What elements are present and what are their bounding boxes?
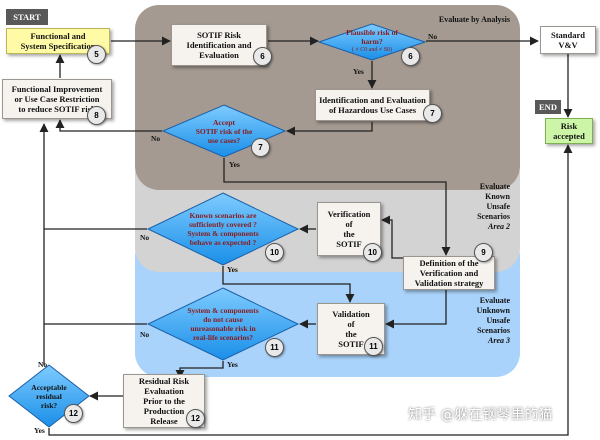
step-circle: 11 bbox=[265, 338, 284, 357]
watermark-text: 知乎 @躲在钢琴里的猫 bbox=[408, 407, 553, 423]
known-no-label: No bbox=[140, 233, 150, 242]
zone-known-area: Area 2 bbox=[488, 222, 510, 231]
arrow-real-yes-to-residual bbox=[175, 361, 224, 379]
step-circle: 5 bbox=[87, 45, 106, 64]
known-yes-label: Yes bbox=[227, 265, 238, 274]
step-circle: 11 bbox=[364, 337, 383, 356]
start-tag: START bbox=[6, 9, 48, 25]
zone-label-unknown: Evaluate Unknown Unsafe Scenarios Area 3 bbox=[440, 296, 510, 346]
real-yes-label: Yes bbox=[227, 360, 238, 369]
step-circle: 9 bbox=[474, 243, 493, 262]
flow-arrows bbox=[39, 36, 573, 436]
zone-known-line: Known bbox=[485, 192, 510, 201]
step-circle: 7 bbox=[251, 138, 270, 157]
residual-yes-label: Yes bbox=[34, 426, 45, 435]
step-circle: 6 bbox=[401, 47, 420, 66]
step-circle: 12 bbox=[64, 404, 83, 423]
arrow-accept-no-to-improvement bbox=[55, 119, 162, 132]
residual-no-label: No bbox=[38, 360, 48, 369]
zone-known-line: Unsafe bbox=[486, 202, 510, 211]
step-circle: 6 bbox=[253, 47, 272, 66]
zone-unknown-area: Area 3 bbox=[488, 336, 510, 345]
zone-label-known: Evaluate Known Unsafe Scenarios Area 2 bbox=[440, 182, 510, 232]
diamond-real-life bbox=[146, 287, 300, 361]
diamond-plausible-risk bbox=[317, 23, 427, 61]
accept-yes-label: Yes bbox=[229, 160, 240, 169]
real-no-label: No bbox=[140, 330, 150, 339]
zone-unknown-line: Evaluate bbox=[479, 296, 510, 305]
arrow-known-yes-to-validation bbox=[222, 266, 355, 303]
step-circle: 12 bbox=[186, 409, 205, 428]
zone-label-analysis: Evaluate by Analysis bbox=[438, 15, 510, 24]
step-circle: 10 bbox=[363, 243, 382, 262]
arrow-accept-yes-to-definition bbox=[223, 158, 451, 256]
arrow-hazard-to-accept bbox=[286, 122, 373, 136]
plausible-no-label: No bbox=[428, 32, 438, 41]
zone-unknown-line: Unsafe bbox=[486, 316, 510, 325]
arrow-acceptable-yes-to-risk-accepted bbox=[48, 144, 573, 436]
step-circle: 8 bbox=[87, 106, 106, 125]
zone-unknown-line: Unknown bbox=[476, 306, 510, 315]
step-circle: 10 bbox=[265, 243, 284, 262]
step-circle: 7 bbox=[423, 104, 442, 123]
accept-no-label: No bbox=[151, 134, 161, 143]
plausible-yes-label: Yes bbox=[353, 67, 364, 76]
arrow-definition-to-validation bbox=[385, 290, 447, 329]
diamond-known-covered bbox=[146, 192, 300, 266]
end-tag: END bbox=[535, 100, 561, 114]
zone-known-line: Evaluate bbox=[479, 182, 510, 191]
zone-unknown-line: Scenarios bbox=[477, 326, 510, 335]
arrow-definition-to-verification bbox=[381, 215, 403, 259]
zone-known-line: Scenarios bbox=[477, 212, 510, 221]
